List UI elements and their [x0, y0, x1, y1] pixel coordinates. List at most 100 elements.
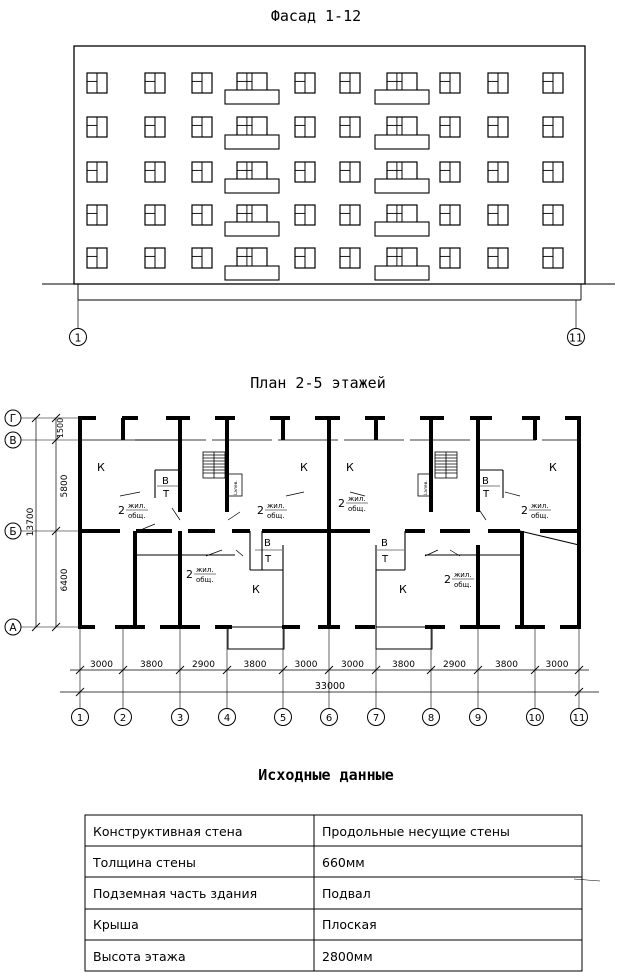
table-param: Толщина стены — [92, 855, 196, 870]
svg-text:В: В — [482, 476, 489, 487]
room-labels: К К К К К К — [97, 461, 557, 596]
window — [191, 247, 213, 269]
svg-text:общ.: общ. — [196, 576, 213, 584]
svg-text:2: 2 — [118, 504, 125, 517]
table-param: Крыша — [93, 917, 139, 932]
window — [144, 72, 166, 94]
window — [386, 161, 418, 183]
facade-balconies — [224, 89, 430, 281]
window — [339, 72, 361, 94]
dim-col: 2900 — [443, 660, 466, 670]
window — [487, 247, 509, 269]
svg-text:8: 8 — [428, 713, 434, 724]
balcony — [374, 134, 430, 150]
exterior-walls — [78, 416, 581, 629]
balcony — [224, 178, 280, 194]
window — [294, 247, 316, 269]
dim-total-width: 33000 — [315, 681, 345, 692]
window — [86, 161, 108, 183]
window — [144, 204, 166, 226]
window — [339, 161, 361, 183]
cross-walls — [121, 418, 537, 627]
plan-title: План 2-5 этажей — [250, 374, 385, 392]
table-value: Продольные несущие стены — [322, 824, 510, 839]
window — [86, 116, 108, 138]
column-axis-bubble: 7 — [367, 627, 385, 726]
svg-text:2: 2 — [120, 713, 126, 724]
window — [487, 161, 509, 183]
window — [86, 247, 108, 269]
svg-text:2: 2 — [521, 504, 528, 517]
window — [294, 72, 316, 94]
svg-text:общ.: общ. — [454, 581, 471, 589]
svg-text:Г: Г — [10, 413, 16, 425]
entrances — [227, 626, 433, 650]
dim-row-2: 6400 — [60, 568, 70, 591]
svg-text:Lэлев.: Lэлев. — [233, 480, 239, 495]
dim-col: 2900 — [192, 660, 215, 670]
window — [542, 72, 564, 94]
balcony — [374, 178, 430, 194]
svg-text:9: 9 — [475, 713, 481, 724]
svg-text:Т: Т — [482, 489, 490, 500]
dim-col: 3800 — [392, 660, 415, 670]
window — [439, 161, 461, 183]
svg-text:общ.: общ. — [531, 512, 548, 520]
facade — [42, 45, 615, 328]
svg-text:жил.: жил. — [531, 502, 549, 510]
svg-text:Т: Т — [381, 554, 389, 565]
window — [439, 204, 461, 226]
window — [191, 116, 213, 138]
svg-text:10: 10 — [529, 713, 542, 724]
column-axis-bubble: 10 — [526, 627, 544, 726]
table-value: 660мм — [322, 855, 365, 870]
dim-col: 3800 — [495, 660, 518, 670]
svg-text:2: 2 — [186, 568, 193, 581]
window — [386, 116, 418, 138]
facade-axis-11-label: 11 — [569, 332, 583, 345]
svg-text:общ.: общ. — [267, 512, 284, 520]
row-axis-bubble: А — [4, 618, 22, 636]
dim-col: 3800 — [140, 660, 163, 670]
svg-text:В: В — [264, 538, 271, 549]
dim-col: 3000 — [341, 660, 364, 670]
row-axis-bubble: Г — [4, 409, 22, 427]
axis-lines — [20, 417, 80, 628]
lift-left: Lэлев. — [227, 473, 243, 497]
window — [191, 204, 213, 226]
svg-text:жил.: жил. — [128, 502, 146, 510]
door-swings — [119, 491, 521, 557]
table-value: 2800мм — [322, 949, 373, 964]
facade-windows — [86, 72, 564, 269]
window — [86, 204, 108, 226]
kitchen-label: К — [399, 583, 407, 596]
column-axis-bubble: 1 — [71, 627, 89, 726]
lift-right: Lэлев. — [417, 473, 433, 497]
row-axis-bubble: Б — [4, 522, 22, 540]
balcony — [374, 221, 430, 237]
window — [294, 116, 316, 138]
vertical-dimensions: 1500 5800 6400 13700 — [26, 413, 70, 632]
svg-text:общ.: общ. — [128, 512, 145, 520]
window — [542, 116, 564, 138]
window — [542, 161, 564, 183]
dim-col: 3000 — [546, 660, 569, 670]
facade-axis-11: 11 — [567, 328, 585, 346]
svg-text:6: 6 — [326, 713, 332, 724]
window — [339, 247, 361, 269]
kitchen-label: К — [97, 461, 105, 474]
window — [236, 247, 268, 269]
window — [144, 116, 166, 138]
facade-axis-1: 1 — [69, 328, 87, 346]
window — [191, 161, 213, 183]
balcony — [374, 265, 430, 281]
window — [339, 116, 361, 138]
